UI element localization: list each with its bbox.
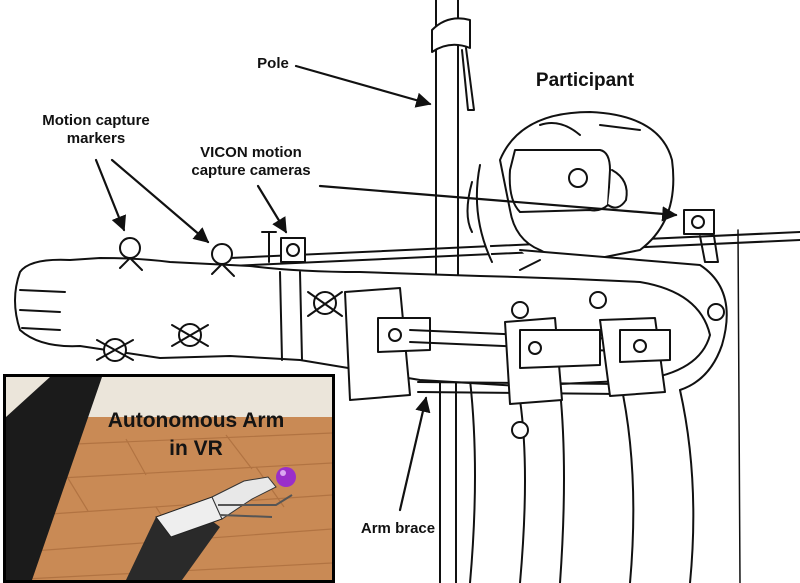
marker xyxy=(96,338,134,362)
vicon-arrow-left xyxy=(256,184,288,234)
markers-label-line2: markers xyxy=(66,130,126,147)
vicon-camera-left xyxy=(261,231,306,263)
participant-label: Participant xyxy=(535,70,635,91)
pole-arrow xyxy=(294,64,432,108)
vr-autonomous-arm xyxy=(126,476,293,580)
marker xyxy=(707,303,725,321)
motion-capture-markers xyxy=(96,237,725,439)
vr-target-sphere xyxy=(276,467,296,487)
arm-brace xyxy=(344,287,671,405)
markers-label-line1: Motion capture xyxy=(42,112,150,129)
vr-inset-panel: Autonomous Arm in VR xyxy=(3,374,335,583)
marker xyxy=(511,301,529,319)
vr-title-line2: in VR xyxy=(169,437,223,460)
pole-label: Pole xyxy=(257,55,289,72)
markers-arrow-left xyxy=(94,158,127,232)
markers-arrow-right xyxy=(110,158,210,244)
floor-planks xyxy=(6,432,332,580)
vicon-label-line1: VICON motion xyxy=(200,144,302,161)
arm-brace-arrow xyxy=(398,396,431,512)
marker xyxy=(211,243,235,277)
vicon-camera-right xyxy=(683,209,715,235)
vr-title-line1: Autonomous Arm xyxy=(107,409,285,432)
pole xyxy=(431,0,475,583)
vicon-cameras-label: VICON motion capture cameras xyxy=(176,144,326,180)
arm-brace-label: Arm brace xyxy=(360,520,436,537)
vicon-label-line2: capture cameras xyxy=(191,162,311,179)
vr-inset-title: Autonomous Arm in VR xyxy=(76,407,316,463)
marker xyxy=(119,237,143,271)
callout-arrows xyxy=(94,64,678,512)
camera-rail xyxy=(229,229,800,583)
marker xyxy=(171,323,209,347)
marker xyxy=(589,291,607,309)
vr-scene xyxy=(6,377,332,580)
marker xyxy=(511,421,529,439)
vicon-arrow-right xyxy=(318,184,678,222)
vr-pole xyxy=(6,377,102,580)
marker xyxy=(307,291,343,317)
motion-capture-markers-label: Motion capture markers xyxy=(26,112,166,148)
